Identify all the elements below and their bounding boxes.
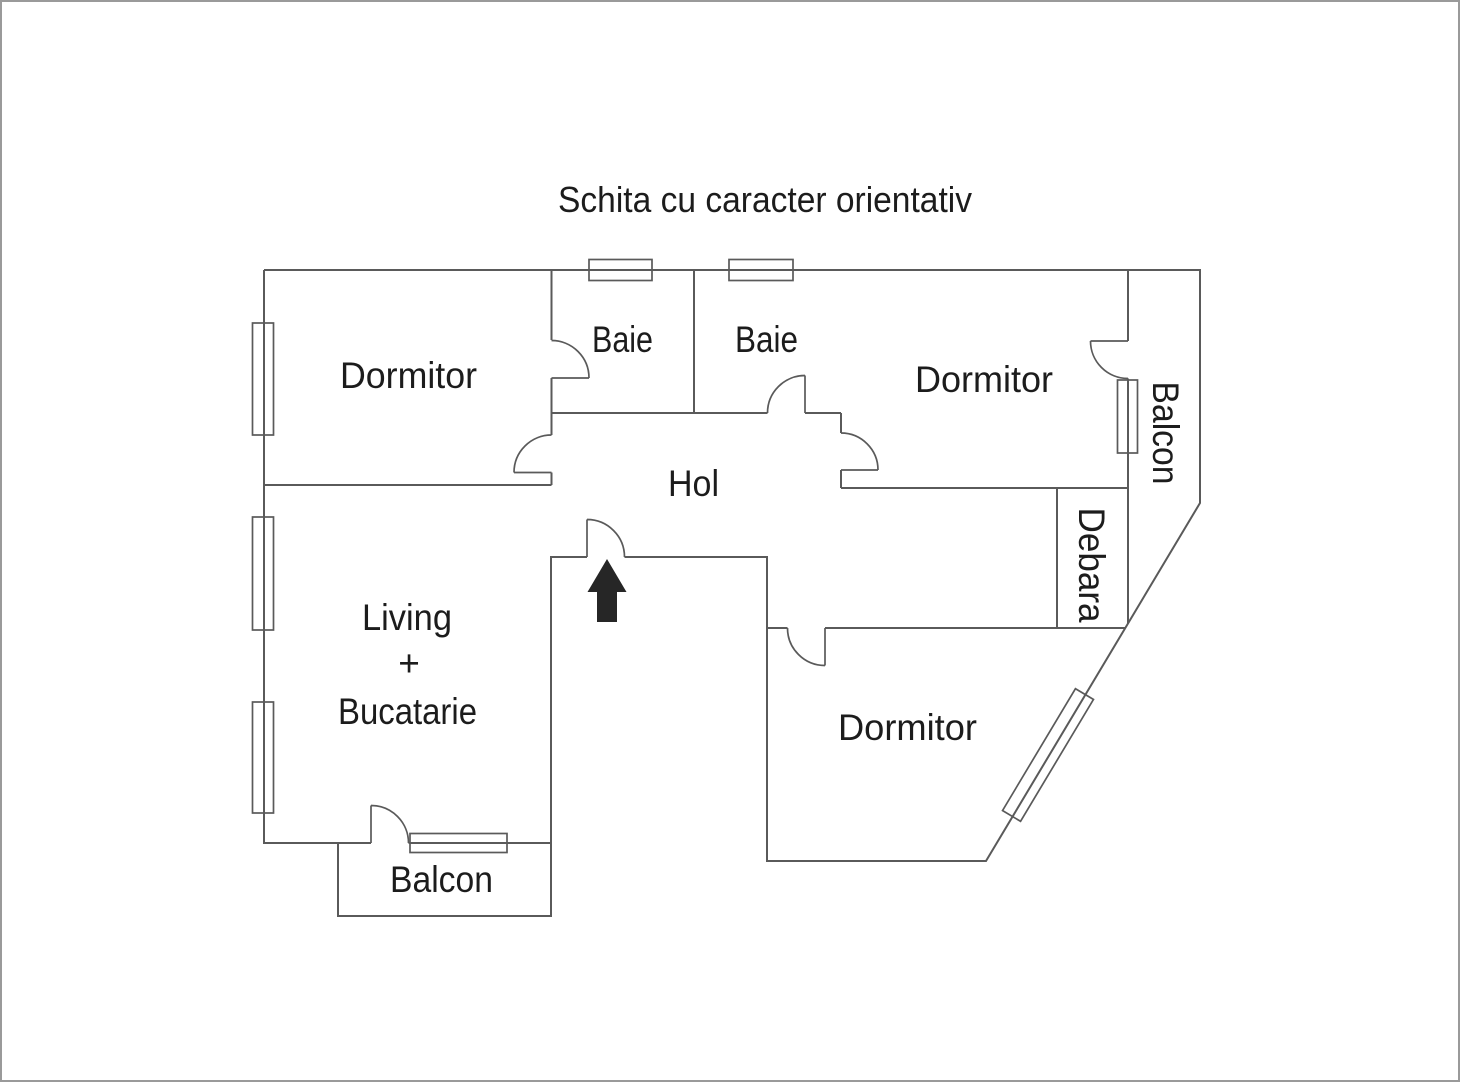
room-label-balcon-bottom: Balcon xyxy=(390,859,493,900)
door-balcon-right xyxy=(1089,340,1129,380)
outer-walls xyxy=(263,269,1201,917)
door-dormitor-top-right xyxy=(840,432,879,471)
doors xyxy=(370,339,1129,844)
room-label-debara: Debara xyxy=(1071,508,1112,623)
plan-title: Schita cu caracter orientativ xyxy=(558,179,972,220)
door-baie-left xyxy=(551,339,590,379)
window-dormitor-top-left xyxy=(251,322,275,436)
window-baie-left xyxy=(588,258,653,282)
door-entrance xyxy=(586,518,626,558)
door-balcon-bottom xyxy=(370,804,410,844)
room-label-living-line1: Living xyxy=(362,597,452,638)
inner-walls xyxy=(264,270,1129,629)
door-dormitor-bottom xyxy=(786,627,826,667)
room-label-hol: Hol xyxy=(668,463,719,504)
entrance-arrow-icon xyxy=(587,559,627,622)
room-label-dormitor-top-right: Dormitor xyxy=(915,359,1053,400)
walls xyxy=(263,269,1201,917)
door-baie-right xyxy=(766,374,806,414)
door-dormitor-top-left xyxy=(513,434,552,474)
window-balcon-bottom xyxy=(409,832,508,854)
room-label-balcon-right: Balcon xyxy=(1145,382,1186,485)
window-living-upper xyxy=(251,516,275,631)
room-label-living-line2: + xyxy=(398,643,420,684)
windows xyxy=(251,258,1139,854)
room-label-dormitor-bottom: Dormitor xyxy=(838,707,977,748)
window-living-lower xyxy=(251,701,275,814)
window-balcon-right xyxy=(1116,379,1139,454)
room-label-living-line3: Bucatarie xyxy=(338,691,477,732)
labels: Schita cu caracter orientativ Dormitor B… xyxy=(338,179,1186,900)
room-label-baie-right: Baie xyxy=(735,319,798,360)
window-baie-right xyxy=(728,258,794,282)
window-dormitor-bottom-diagonal xyxy=(1001,687,1095,823)
room-label-dormitor-top-left: Dormitor xyxy=(340,355,477,396)
room-label-baie-left: Baie xyxy=(592,319,653,360)
